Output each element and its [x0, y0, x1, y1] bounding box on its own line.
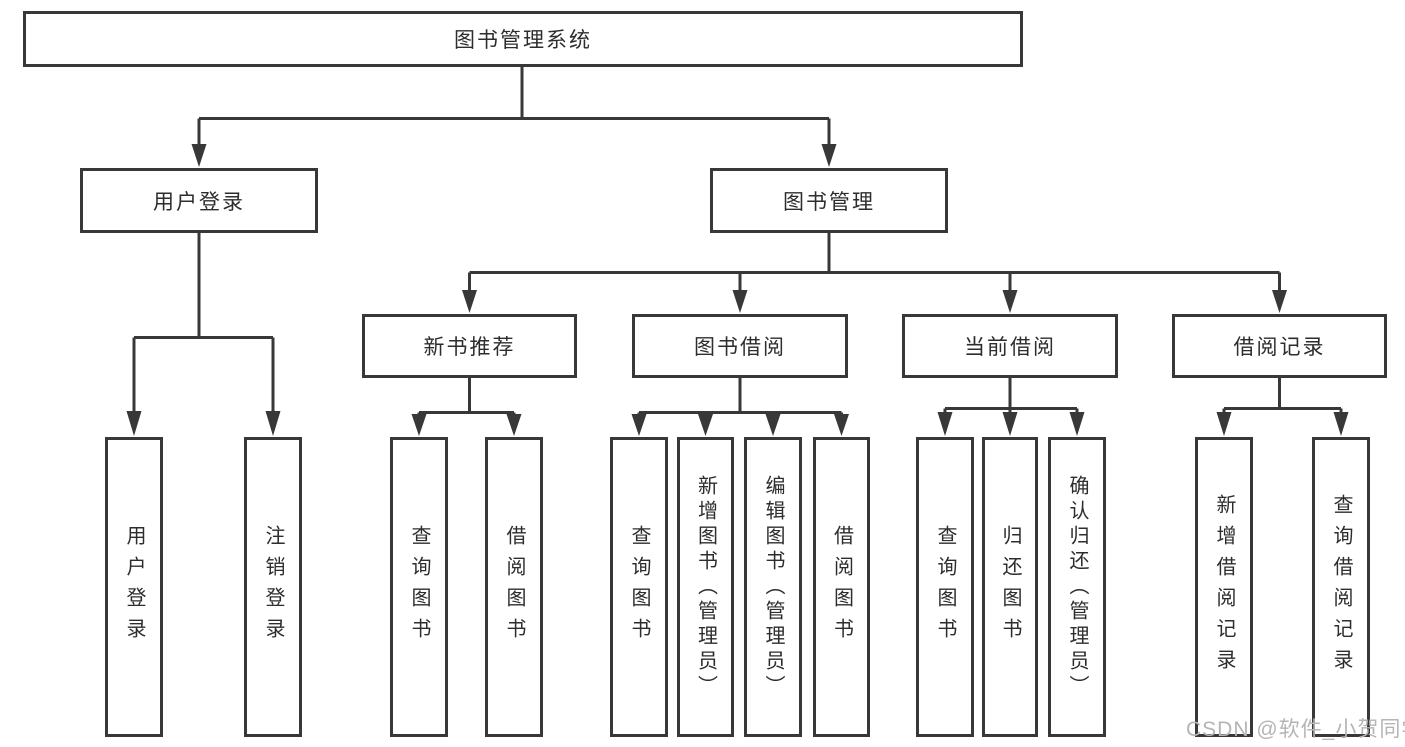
node-new-book-recommend: 新书推荐: [362, 314, 577, 378]
leaf-logout-label: 注销登录: [262, 525, 284, 649]
leaf-borrowing-add-book-label: 新增图书（管理员）: [694, 474, 717, 700]
node-book-management: 图书管理: [710, 168, 948, 233]
connector-root-to-level2: [191, 67, 837, 167]
leaf-logout: 注销登录: [244, 437, 302, 737]
leaf-records-add-record: 新增借阅记录: [1195, 437, 1253, 737]
leaf-borrowing-query-book: 查询图书: [610, 437, 668, 737]
connector-user-login-to-leaves: [126, 233, 281, 436]
leaf-user-login: 用户登录: [105, 437, 163, 737]
leaf-recommend-borrow-book-label: 借阅图书: [503, 525, 525, 649]
node-book-management-label: 图书管理: [783, 190, 875, 214]
leaf-borrowing-add-book: 新增图书（管理员）: [677, 437, 734, 737]
node-borrowing-records-label: 借阅记录: [1233, 336, 1326, 359]
node-book-borrowing-label: 图书借阅: [694, 336, 786, 359]
node-borrowing-records: 借阅记录: [1172, 314, 1387, 378]
leaf-records-add-record-label: 新增借阅记录: [1213, 494, 1235, 680]
connector-book-management-to-level3: [462, 233, 1287, 313]
node-new-book-recommend-label: 新书推荐: [423, 336, 516, 359]
leaf-records-query-record: 查询借阅记录: [1312, 437, 1370, 737]
leaf-user-login-label: 用户登录: [123, 525, 145, 649]
leaf-current-return-book: 归还图书: [982, 437, 1038, 737]
leaf-records-query-record-label: 查询借阅记录: [1330, 494, 1352, 680]
node-current-borrowing-label: 当前借阅: [964, 336, 1056, 359]
connector-book-borrowing-to-leaves: [631, 378, 849, 436]
leaf-borrowing-edit-book-label: 编辑图书（管理员）: [762, 474, 784, 700]
node-user-login: 用户登录: [80, 168, 318, 233]
leaf-recommend-borrow-book: 借阅图书: [485, 437, 543, 737]
leaf-current-confirm-return: 确认归还（管理员）: [1048, 437, 1106, 737]
node-library-system: 图书管理系统: [23, 11, 1023, 67]
node-user-login-label: 用户登录: [153, 190, 245, 214]
leaf-current-query-book: 查询图书: [916, 437, 974, 737]
node-current-borrowing: 当前借阅: [902, 314, 1118, 378]
leaf-borrowing-edit-book: 编辑图书（管理员）: [744, 437, 802, 737]
node-book-borrowing: 图书借阅: [632, 314, 848, 378]
leaf-recommend-query-book: 查询图书: [390, 437, 448, 737]
node-library-system-label: 图书管理系统: [454, 29, 592, 52]
leaf-current-confirm-return-label: 确认归还（管理员）: [1066, 474, 1088, 700]
leaf-current-return-book-label: 归还图书: [999, 525, 1021, 649]
leaf-borrowing-borrow-book-label: 借阅图书: [830, 525, 853, 649]
leaf-borrowing-query-book-label: 查询图书: [628, 525, 650, 649]
connector-new-book-recommend-to-leaves: [411, 378, 522, 436]
csdn-watermark: CSDN @软件_小贺同学: [1186, 718, 1405, 741]
leaf-borrowing-borrow-book: 借阅图书: [813, 437, 870, 737]
leaf-recommend-query-book-label: 查询图书: [408, 525, 430, 649]
connector-borrowing-records-to-leaves: [1216, 378, 1349, 436]
connector-current-borrowing-to-leaves: [937, 378, 1085, 436]
leaf-current-query-book-label: 查询图书: [934, 525, 956, 649]
